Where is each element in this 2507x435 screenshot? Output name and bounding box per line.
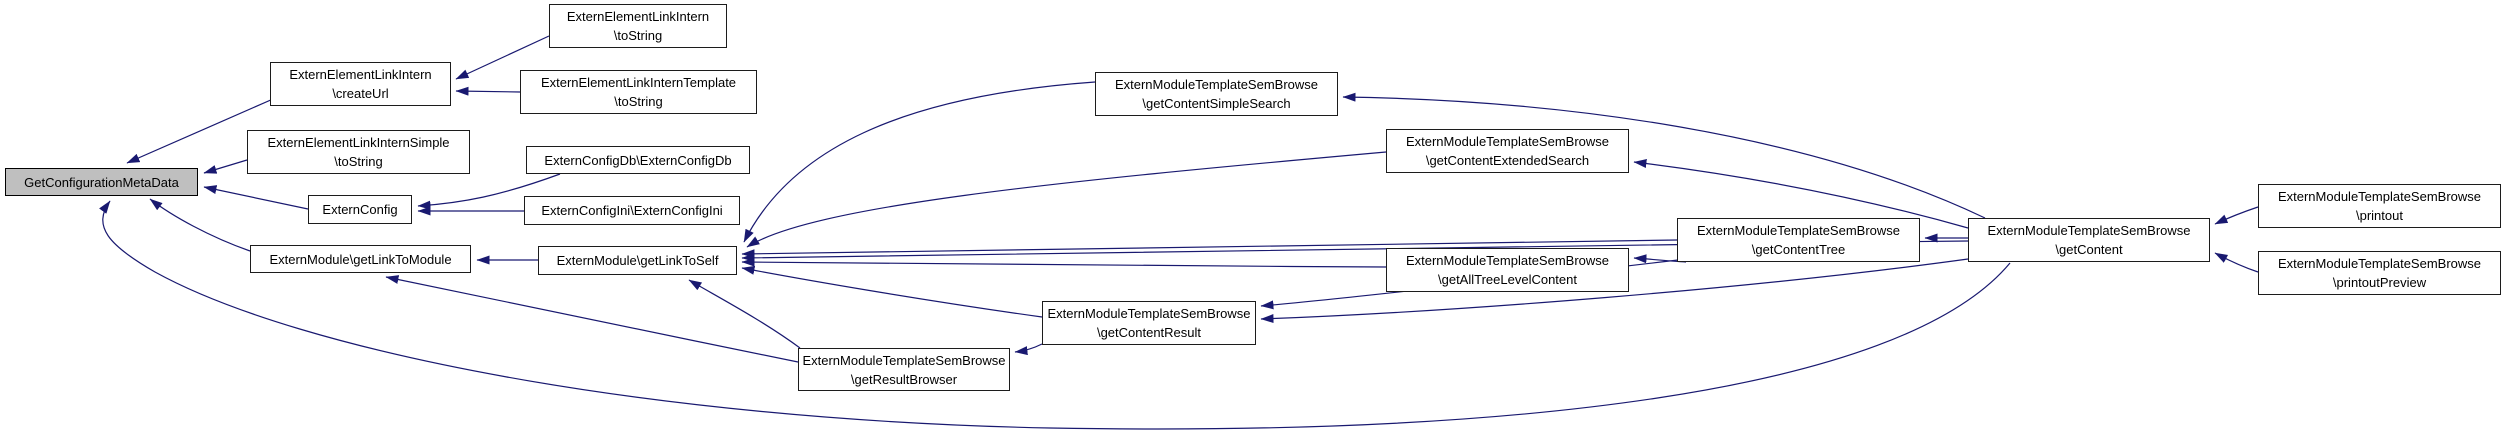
graph-node-printout[interactable]: ExternModuleTemplateSemBrowse \printout: [2258, 184, 2501, 228]
graph-node-label: ExternElementLinkIntern: [289, 67, 432, 82]
graph-node-printoutpreview[interactable]: ExternModuleTemplateSemBrowse \printoutPr…: [2258, 251, 2501, 295]
graph-node-label: ExternElementLinkInternSimple: [267, 135, 450, 150]
edge-configdb-to-externconfig: [417, 173, 561, 210]
edge-getcontentsimplesearch-to-getlinktoself: [743, 81, 1096, 243]
graph-node-configdb[interactable]: ExternConfigDb\ExternConfigDb: [526, 146, 750, 174]
graph-node-eli-simple-tostring[interactable]: ExternElementLinkInternSimple \toString: [247, 130, 470, 174]
graph-node-label: ExternModuleTemplateSemBrowse: [2277, 189, 2482, 204]
graph-node-getcontentsimplesearch[interactable]: ExternModuleTemplateSemBrowse \getContent…: [1095, 72, 1338, 116]
edge-getcontent-to-getcontentresult: [1260, 258, 1969, 324]
graph-node-label: ExternModule\getLinkToSelf: [556, 253, 719, 268]
graph-node-label: \getAllTreeLevelContent: [1438, 272, 1577, 287]
graph-node-label: \toString: [334, 154, 383, 169]
graph-node-label: \getContent: [2055, 242, 2123, 257]
graph-node-label: \getContentTree: [1751, 242, 1846, 257]
graph-node-label: \toString: [613, 28, 663, 43]
graph-node-label: \printout: [2356, 208, 2403, 223]
edge-getcontentresult-to-getresultbrowser: [1014, 343, 1043, 356]
graph-node-label: ExternModuleTemplateSemBrowse: [1696, 223, 1901, 238]
graph-node-label: ExternModuleTemplateSemBrowse: [1047, 306, 1251, 321]
edge-printout-to-getcontent: [2214, 206, 2259, 225]
graph-node-label: \getResultBrowser: [850, 371, 958, 387]
graph-node-getlinktomodule[interactable]: ExternModule\getLinkToModule: [250, 245, 471, 273]
edge-externconfig-to-root: [203, 185, 309, 210]
graph-node-label: ExternModule\getLinkToModule: [269, 251, 452, 267]
edge-getalltreelevelcontent-to-getlinktoself: [741, 257, 1387, 268]
graph-node-label: \getContentSimpleSearch: [1142, 96, 1291, 111]
edge-eli-simple-tostring-to-root: [203, 159, 248, 174]
edge-getresultbrowser-to-getlinktomodule: [385, 275, 799, 363]
edge-getcontent-to-root: [99, 200, 2011, 430]
graph-node-getcontentresult[interactable]: ExternModuleTemplateSemBrowse \getContent…: [1042, 301, 1256, 345]
edge-eli-tostring-to-eli-createurl: [455, 35, 550, 80]
graph-node-eli-tostring[interactable]: ExternElementLinkIntern \toString: [549, 4, 727, 48]
graph-node-label: \printoutPreview: [2332, 275, 2427, 290]
graph-node-externconfig[interactable]: ExternConfig: [308, 195, 412, 224]
graph-node-label: ExternModuleTemplateSemBrowse: [1405, 253, 1610, 268]
graph-node-label: ExternElementLinkInternTemplate: [540, 75, 737, 90]
graph-node-eli-createurl[interactable]: ExternElementLinkIntern \createUrl: [270, 62, 451, 106]
graph-node-label: ExternModuleTemplateSemBrowse: [802, 352, 1006, 368]
edge-printoutpreview-to-getcontent: [2214, 252, 2259, 273]
graph-node-label: \toString: [614, 94, 663, 109]
graph-node-label: ExternConfig: [322, 202, 398, 217]
graph-node-label: \createUrl: [332, 86, 389, 101]
graph-node-label: ExternConfigIni\ExternConfigIni: [541, 203, 723, 218]
graph-node-configini[interactable]: ExternConfigIni\ExternConfigIni: [524, 196, 740, 225]
edge-getcontentextendedsearch-to-getlinktoself: [746, 151, 1387, 248]
graph-node-getcontent[interactable]: ExternModuleTemplateSemBrowse \getContent: [1968, 218, 2210, 262]
graph-node-label: ExternModuleTemplateSemBrowse: [2277, 256, 2482, 271]
edge-eli-template-tostring-to-eli-createurl: [455, 86, 521, 96]
edge-getlinktomodule-to-root: [149, 198, 251, 252]
graph-node-root: GetConfigurationMetaData: [5, 168, 198, 196]
graph-node-getlinktoself[interactable]: ExternModule\getLinkToSelf: [538, 246, 737, 275]
edge-getresultbrowser-to-getlinktoself: [688, 279, 801, 349]
graph-node-label: GetConfigurationMetaData: [24, 174, 179, 190]
graph-node-getcontenttree[interactable]: ExternModuleTemplateSemBrowse \getContent…: [1677, 218, 1920, 262]
graph-node-label: ExternModuleTemplateSemBrowse: [1405, 134, 1610, 149]
edge-getcontent-to-getcontentsimplesearch: [1342, 92, 1986, 219]
graph-node-label: ExternConfigDb\ExternConfigDb: [544, 152, 732, 168]
edge-getcontentresult-to-getlinktoself: [741, 265, 1043, 318]
graph-node-getcontentextendedsearch[interactable]: ExternModuleTemplateSemBrowse \getContent…: [1386, 129, 1629, 173]
graph-node-label: \getContentExtendedSearch: [1425, 153, 1590, 168]
edge-getcontent-to-getcontentextendedsearch: [1633, 159, 1969, 229]
graph-node-getalltreelevelcontent[interactable]: ExternModuleTemplateSemBrowse \getAllTree…: [1386, 248, 1629, 292]
graph-node-eli-template-tostring[interactable]: ExternElementLinkInternTemplate \toString: [520, 70, 757, 114]
graph-node-label: \getContentResult: [1096, 325, 1202, 340]
graph-node-label: ExternElementLinkIntern: [566, 9, 710, 24]
graph-node-label: ExternModuleTemplateSemBrowse: [1987, 223, 2191, 238]
graph-node-label: ExternModuleTemplateSemBrowse: [1114, 77, 1319, 92]
graph-node-getresultbrowser[interactable]: ExternModuleTemplateSemBrowse \getResultB…: [798, 348, 1010, 391]
edge-eli-createurl-to-root: [126, 98, 274, 164]
